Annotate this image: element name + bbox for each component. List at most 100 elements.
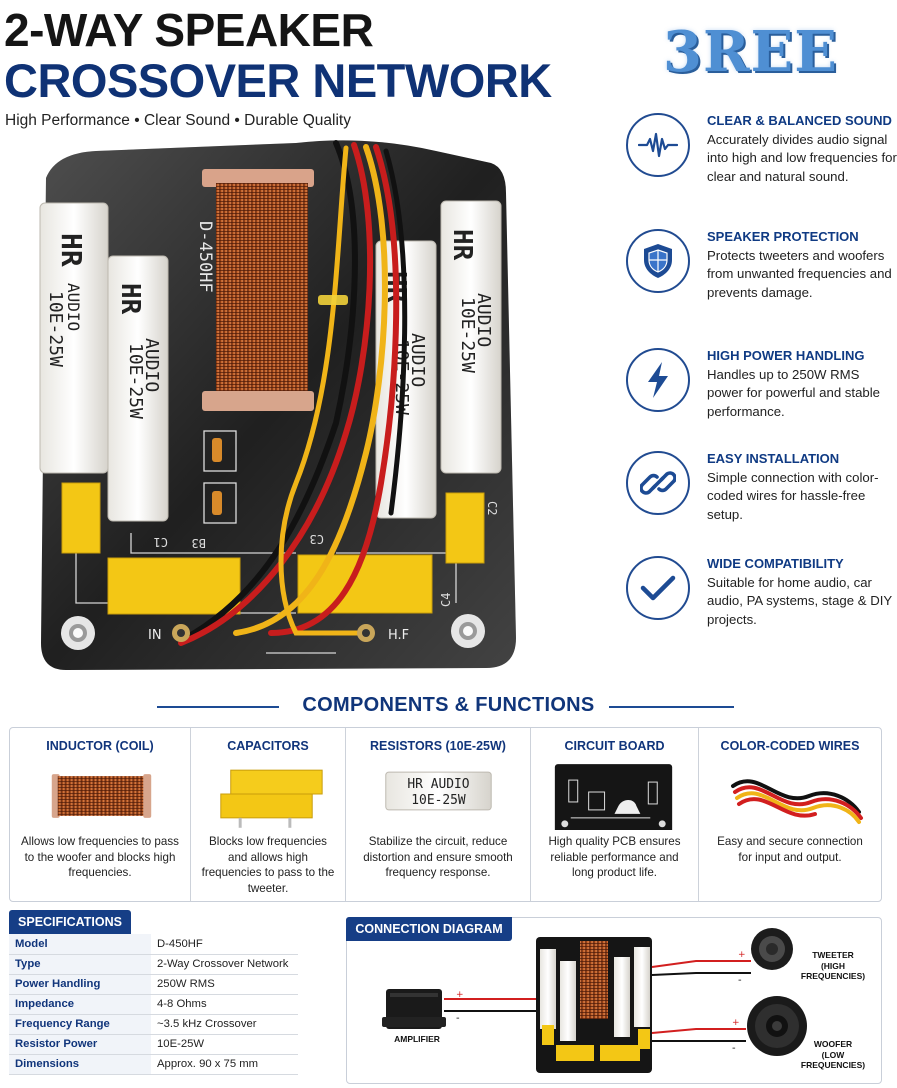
connection-diagram-heading: CONNECTION DIAGRAM: [346, 917, 512, 941]
inductor-coil: [202, 169, 314, 411]
svg-text:B3: B3: [192, 536, 206, 550]
model-silkscreen: D-450HF: [195, 221, 215, 293]
lightning-icon: [626, 348, 690, 412]
svg-text:10E-25W: 10E-25W: [411, 793, 466, 808]
feature-title: SPEAKER PROTECTION: [707, 229, 859, 244]
svg-text:HR AUDIO: HR AUDIO: [407, 777, 469, 792]
inductor-image: [51, 774, 152, 818]
svg-text:HR: HR: [55, 233, 88, 267]
tweeter-label: TWEETER (HIGH FREQUENCIES): [790, 950, 876, 982]
svg-text:HR: HR: [115, 283, 145, 315]
feature-desc: Protects tweeters and woofers from unwan…: [707, 248, 892, 300]
connection-diagram-panel: [346, 917, 882, 1084]
svg-text:10E-25W: 10E-25W: [457, 297, 478, 373]
spec-value: D-450HF: [151, 934, 298, 955]
heading-rule: [157, 706, 279, 708]
svg-text:AUDIO: AUDIO: [473, 293, 494, 347]
spec-key: Power Handling: [9, 974, 151, 995]
spec-value: ~3.5 kHz Crossover: [151, 1014, 298, 1035]
spec-row: Frequency Range~3.5 kHz Crossover: [9, 1014, 298, 1035]
svg-text:+: +: [456, 990, 464, 1000]
feature-title: HIGH POWER HANDLING: [707, 348, 865, 363]
woofer-label-line1: WOOFER: [813, 1039, 853, 1049]
waveform-icon: [626, 113, 690, 177]
svg-text:C3: C3: [310, 532, 324, 546]
circuit-board-image: [554, 764, 673, 830]
brand-logo: 3REE: [663, 19, 838, 85]
svg-text:-: -: [738, 975, 742, 986]
component-desc: Allows low frequencies to pass to the wo…: [21, 835, 179, 879]
spec-value: 2-Way Crossover Network: [151, 954, 298, 975]
svg-text:AUDIO: AUDIO: [64, 283, 83, 331]
component-desc: Blocks low frequencies and allows high f…: [201, 835, 335, 895]
capacitor: [61, 482, 101, 554]
component-title: RESISTORS (10E-25W): [370, 739, 506, 753]
component-title: COLOR-CODED WIRES: [720, 739, 860, 753]
heading-rule: [609, 706, 734, 708]
component-inductor: INDUCTOR (COIL) Allows low frequencies t…: [10, 728, 191, 901]
amplifier-label: AMPLIFIER: [394, 1034, 440, 1044]
spec-key: Resistor Power: [9, 1034, 151, 1055]
svg-text:AUDIO: AUDIO: [141, 338, 162, 392]
crossover-board-icon: [536, 937, 652, 1073]
component-color-coded-wires: COLOR-CODED WIRES Easy and secure connec…: [699, 728, 881, 901]
svg-text:IN: IN: [148, 628, 162, 643]
svg-text:10E-25W: 10E-25W: [45, 291, 66, 367]
product-photo: HR 10E-25W AUDIO HR AUDIO 10E-25W HR AUD…: [39, 140, 516, 671]
component-desc: Stabilize the circuit, reduce distortion…: [363, 835, 513, 879]
svg-text:+: +: [738, 950, 746, 960]
components-heading-text: COMPONENTS & FUNCTIONS: [302, 694, 595, 716]
resistor: HR 10E-25W AUDIO: [39, 202, 109, 474]
woofer-label: WOOFER (LOW FREQUENCIES): [790, 1039, 876, 1071]
title-line-2: CROSSOVER NETWORK: [4, 54, 552, 107]
chain-link-icon: [626, 451, 690, 515]
svg-text:AUDIO: AUDIO: [407, 333, 428, 387]
shield-icon: [626, 229, 690, 293]
spec-value: 4-8 Ohms: [151, 994, 298, 1015]
specifications-heading: SPECIFICATIONS: [9, 910, 131, 934]
title-line-1: 2-WAY SPEAKER: [4, 4, 374, 56]
resistor: HR AUDIO 10E-25W: [107, 255, 169, 522]
svg-text:C1: C1: [154, 535, 168, 549]
svg-text:-: -: [456, 1013, 460, 1024]
tweeter-label-line1: TWEETER: [812, 950, 854, 960]
feature-desc: Suitable for home audio, car audio, PA s…: [707, 575, 892, 627]
component-desc: High quality PCB ensures reliable perfor…: [548, 835, 681, 879]
feature-desc: Simple connection with color-coded wires…: [707, 470, 879, 522]
tweeter-icon: [751, 928, 793, 970]
capacitor: [445, 492, 485, 564]
component-title: CIRCUIT BOARD: [564, 739, 665, 753]
svg-text:C2: C2: [485, 501, 499, 515]
component-circuit-board: CIRCUIT BOARD High quality PCB ensures r…: [531, 728, 699, 901]
feature-title: EASY INSTALLATION: [707, 451, 840, 466]
component-desc: Easy and secure connection for input and…: [717, 835, 863, 864]
spec-value: Approx. 90 x 75 mm: [151, 1054, 298, 1075]
svg-text:HR: HR: [447, 229, 477, 261]
spec-key: Dimensions: [9, 1054, 151, 1075]
component-title: INDUCTOR (COIL): [46, 739, 154, 753]
spec-key: Model: [9, 934, 151, 955]
spec-value: 250W RMS: [151, 974, 298, 995]
spec-key: Type: [9, 954, 151, 975]
component-capacitors: CAPACITORS Blocks low frequencies and al…: [191, 728, 346, 901]
svg-text:H.F: H.F: [388, 628, 409, 643]
resistor-image: HR AUDIO 10E-25W: [385, 771, 492, 811]
svg-text:C4: C4: [439, 593, 453, 607]
feature-desc: Accurately divides audio signal into hig…: [707, 132, 897, 184]
spec-key: Impedance: [9, 994, 151, 1015]
spec-key: Frequency Range: [9, 1014, 151, 1035]
svg-text:10E-25W: 10E-25W: [125, 343, 146, 419]
capacitor: [297, 554, 433, 614]
mount-hole: [61, 616, 95, 650]
tagline: High Performance • Clear Sound • Durable…: [5, 112, 351, 129]
svg-text:-: -: [732, 1043, 736, 1054]
spec-value: 10E-25W: [151, 1034, 298, 1055]
components-panel: INDUCTOR (COIL) Allows low frequencies t…: [9, 727, 882, 902]
capacitors-image: [220, 769, 323, 828]
